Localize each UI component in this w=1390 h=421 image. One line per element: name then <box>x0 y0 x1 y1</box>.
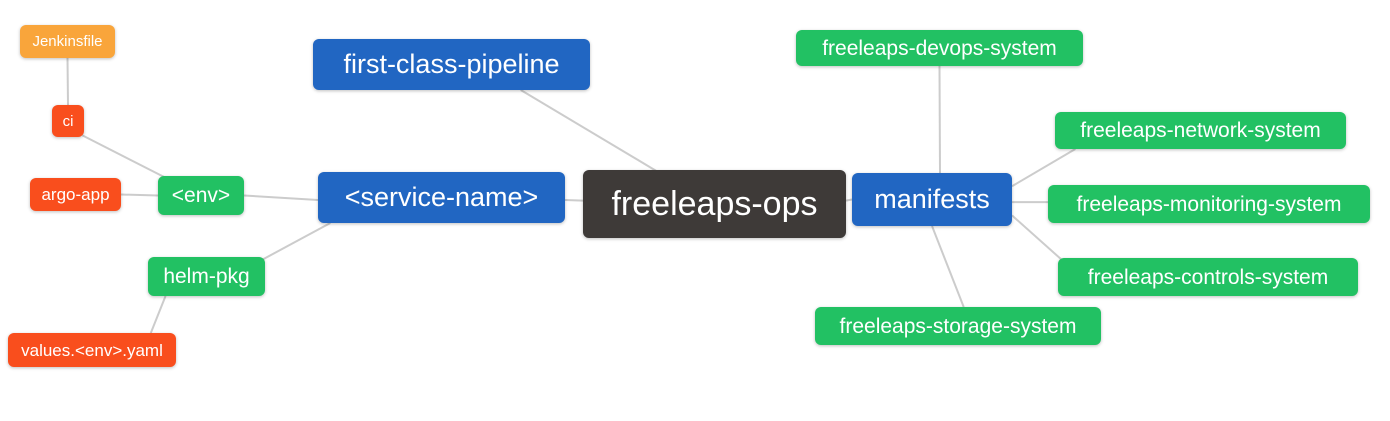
edge-manifests-network <box>1011 148 1076 188</box>
edge-fcp-ops <box>520 89 660 174</box>
node-service[interactable]: <service-name> <box>318 172 565 223</box>
node-storage[interactable]: freeleaps-storage-system <box>815 307 1101 345</box>
node-network[interactable]: freeleaps-network-system <box>1055 112 1346 149</box>
edge-manifests-storage <box>931 225 965 308</box>
node-monitoring[interactable]: freeleaps-monitoring-system <box>1048 185 1370 223</box>
edge-argo-app-env <box>120 193 159 197</box>
node-argo-app[interactable]: argo-app <box>30 178 121 211</box>
node-jenkinsfile[interactable]: Jenkinsfile <box>20 25 115 58</box>
edge-service-ops <box>564 199 584 202</box>
edge-manifests-devops <box>938 65 941 174</box>
edge-env-service <box>243 194 319 202</box>
node-devops[interactable]: freeleaps-devops-system <box>796 30 1083 66</box>
node-ci[interactable]: ci <box>52 105 84 137</box>
node-env[interactable]: <env> <box>158 176 244 215</box>
node-ops[interactable]: freeleaps-ops <box>583 170 846 238</box>
node-controls[interactable]: freeleaps-controls-system <box>1058 258 1358 296</box>
edge-values-helm-pkg <box>149 295 167 334</box>
edge-helm-pkg-service <box>261 222 331 262</box>
edge-jenkinsfile-ci <box>66 57 69 106</box>
node-values[interactable]: values.<env>.yaml <box>8 333 176 367</box>
node-helm-pkg[interactable]: helm-pkg <box>148 257 265 296</box>
node-fcp[interactable]: first-class-pipeline <box>313 39 590 90</box>
node-manifests[interactable]: manifests <box>852 173 1012 226</box>
edge-ci-env <box>81 134 169 181</box>
